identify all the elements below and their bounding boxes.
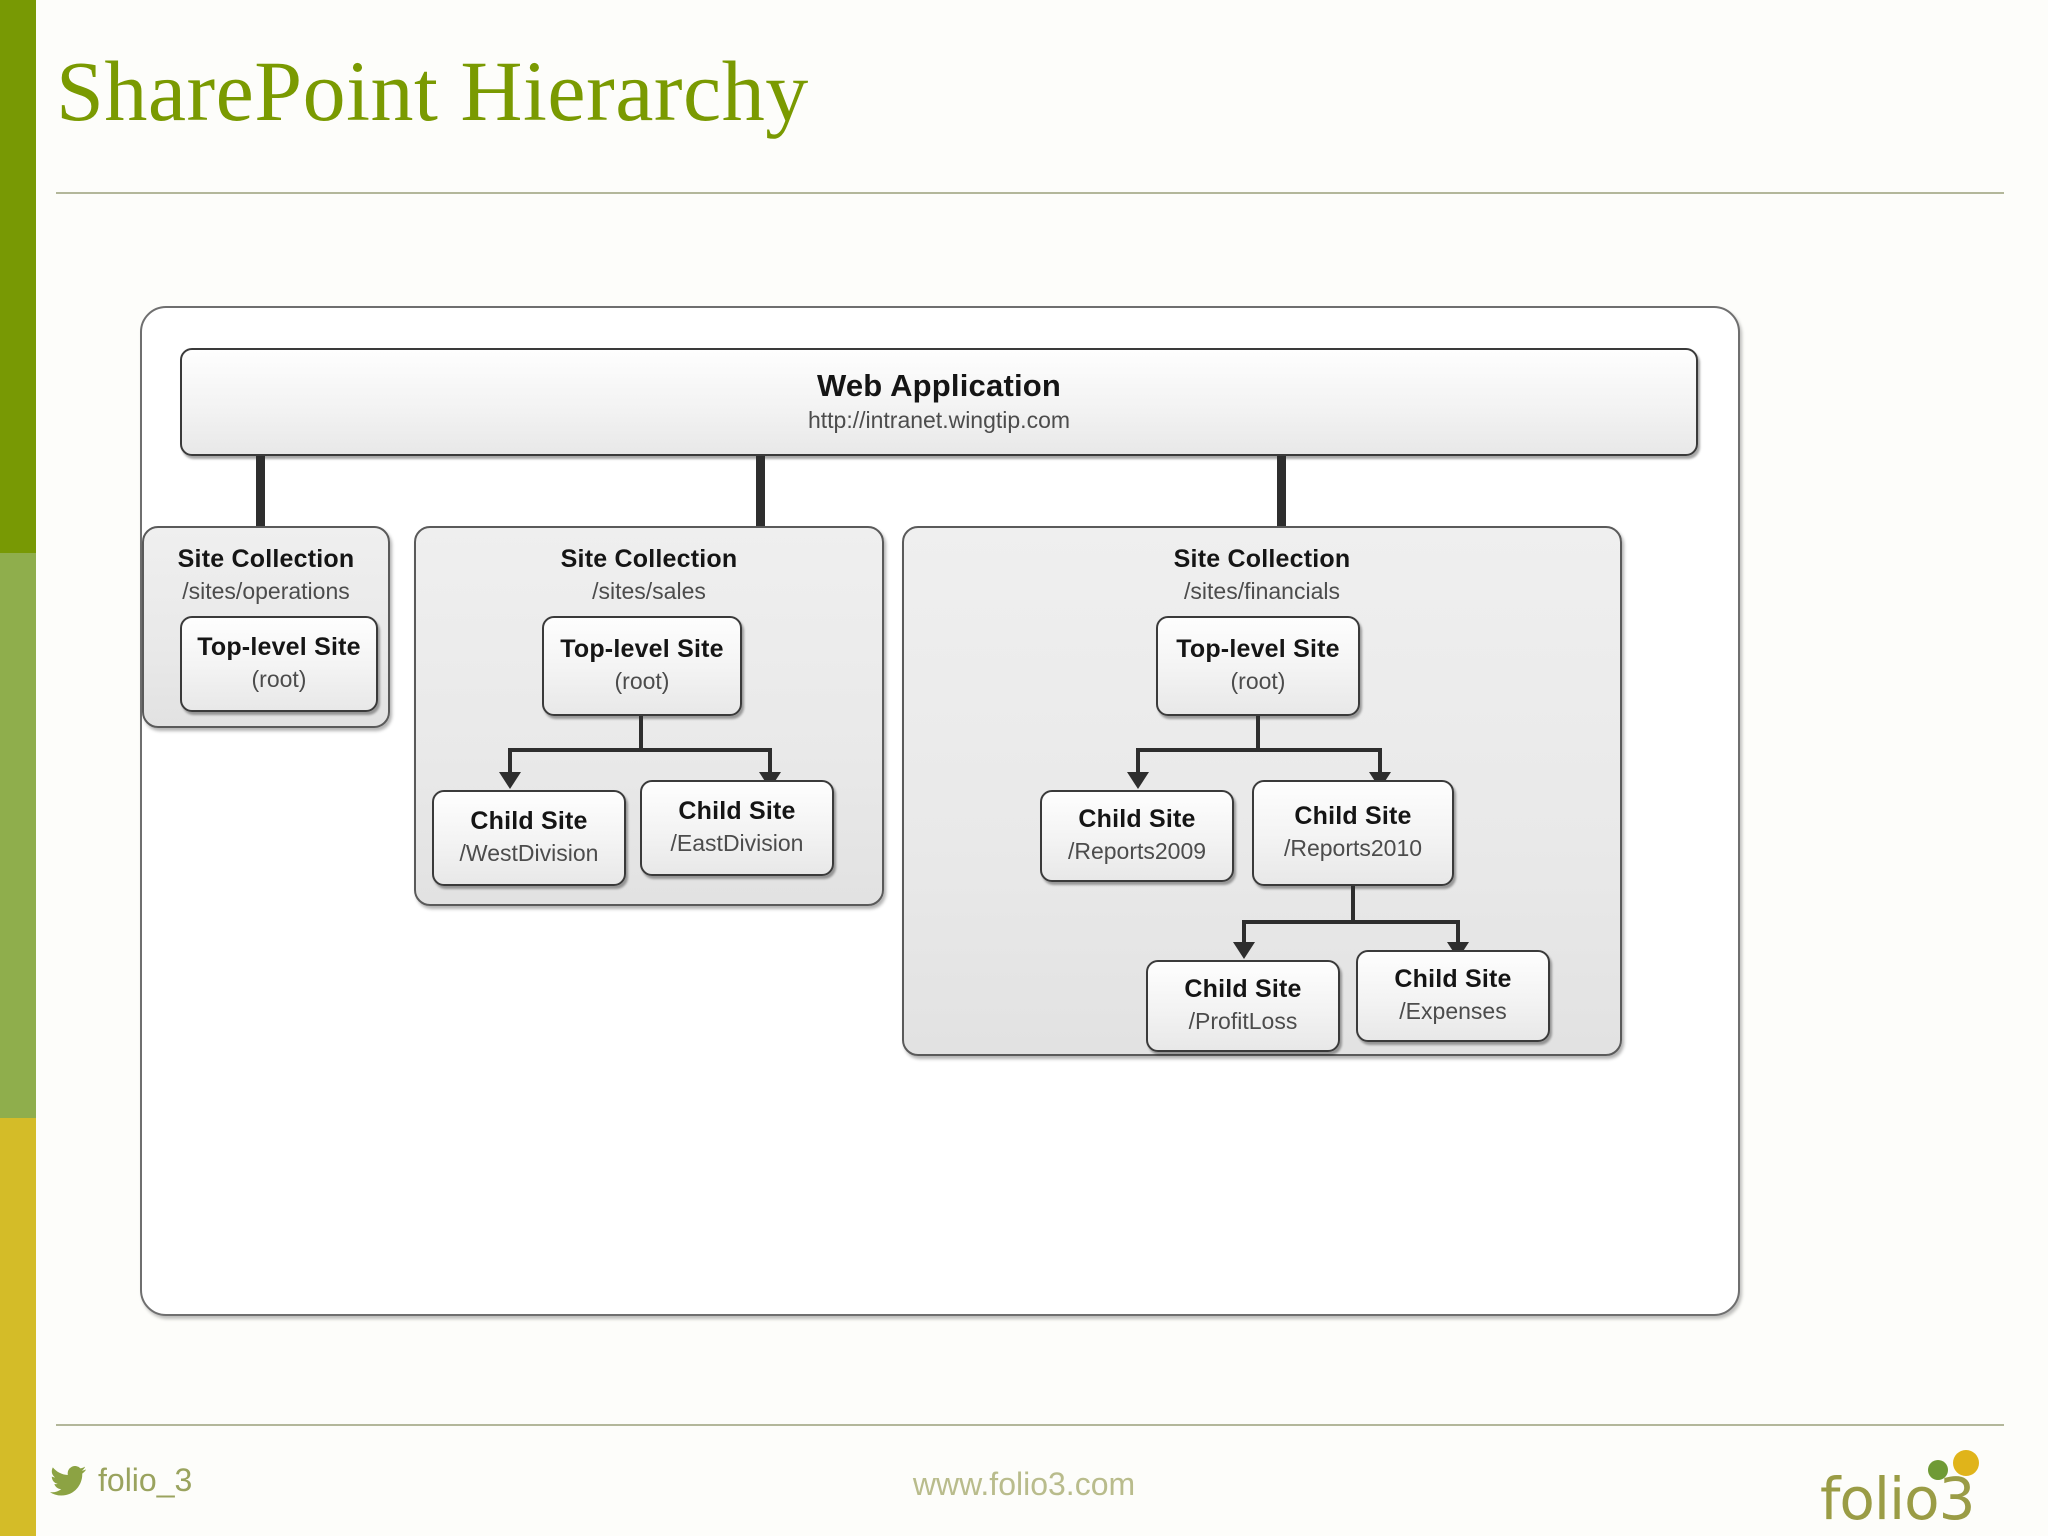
node-subtitle: (root) xyxy=(614,667,670,694)
connector-financials-stem xyxy=(1256,716,1260,750)
node-top-level-site-operations[interactable]: Top-level Site (root) xyxy=(180,616,378,712)
node-title: Child Site xyxy=(1394,965,1512,994)
group-path: /sites/sales xyxy=(592,577,706,604)
connector-reports2010-bus xyxy=(1242,920,1460,924)
group-title: Site Collection xyxy=(177,545,355,573)
accent-bar-gold xyxy=(0,1118,36,1536)
node-subtitle: /WestDivision xyxy=(459,839,599,866)
group-title: Site Collection xyxy=(560,545,738,573)
node-web-application[interactable]: Web Application http://intranet.wingtip.… xyxy=(180,348,1698,456)
connector-webapp-to-operations xyxy=(256,456,265,528)
connector-webapp-to-financials xyxy=(1277,456,1286,528)
group-site-collection-sales: Site Collection /sites/sales Top-level S… xyxy=(414,526,884,906)
connector-financials-r2010-drop xyxy=(1378,748,1382,774)
group-title: Site Collection xyxy=(1173,545,1351,573)
node-subtitle: /Reports2009 xyxy=(1067,837,1207,864)
left-accent-bars xyxy=(0,0,36,1536)
group-header: Site Collection /sites/financials xyxy=(904,545,1620,605)
logo-dot-gold xyxy=(1953,1450,1979,1476)
node-title: Top-level Site xyxy=(1176,635,1340,664)
node-title: Child Site xyxy=(470,807,588,836)
accent-bar-green xyxy=(0,553,36,1118)
connector-financials-r2009-drop xyxy=(1136,748,1140,774)
node-title: Child Site xyxy=(678,797,796,826)
node-top-level-site-financials[interactable]: Top-level Site (root) xyxy=(1156,616,1360,716)
node-subtitle: (root) xyxy=(1230,667,1286,694)
folio3-logo-text: folio3 xyxy=(1820,1465,1976,1533)
node-child-site-expenses[interactable]: Child Site /Expenses xyxy=(1356,950,1550,1042)
twitter-icon xyxy=(50,1465,86,1496)
connector-sales-bus xyxy=(508,748,772,752)
node-subtitle: /ProfitLoss xyxy=(1188,1007,1298,1034)
group-header: Site Collection /sites/operations xyxy=(144,545,388,605)
connector-sales-west-drop xyxy=(508,748,512,774)
group-site-collection-financials: Site Collection /sites/financials Top-le… xyxy=(902,526,1622,1056)
twitter-handle[interactable]: folio_3 xyxy=(50,1462,192,1499)
footer: folio_3 www.folio3.com folio3 xyxy=(0,1440,2048,1536)
group-site-collection-operations: Site Collection /sites/operations Top-le… xyxy=(142,526,390,728)
connector-financials-bus xyxy=(1136,748,1382,752)
node-child-site-reports2010[interactable]: Child Site /Reports2010 xyxy=(1252,780,1454,886)
footer-url[interactable]: www.folio3.com xyxy=(912,1466,1136,1502)
node-top-level-site-sales[interactable]: Top-level Site (root) xyxy=(542,616,742,716)
node-subtitle: /Reports2010 xyxy=(1283,834,1423,861)
group-path: /sites/financials xyxy=(1184,577,1340,604)
node-title: Child Site xyxy=(1078,805,1196,834)
folio3-logo: folio3 xyxy=(1820,1448,2010,1530)
node-title: Top-level Site xyxy=(197,633,361,662)
title-divider xyxy=(56,192,2004,194)
connector-reports2010-stem xyxy=(1351,886,1355,922)
node-child-site-profitloss[interactable]: Child Site /ProfitLoss xyxy=(1146,960,1340,1052)
node-title: Web Application xyxy=(816,368,1062,404)
node-subtitle: (root) xyxy=(251,665,307,692)
node-child-site-eastdivision[interactable]: Child Site /EastDivision xyxy=(640,780,834,876)
connector-sales-east-drop xyxy=(768,748,772,774)
node-child-site-westdivision[interactable]: Child Site /WestDivision xyxy=(432,790,626,886)
node-title: Top-level Site xyxy=(560,635,724,664)
accent-bar-olive xyxy=(0,0,36,553)
node-child-site-reports2009[interactable]: Child Site /Reports2009 xyxy=(1040,790,1234,882)
connector-profitloss-drop xyxy=(1242,920,1246,944)
page-title: SharePoint Hierarchy xyxy=(56,43,809,139)
footer-divider xyxy=(56,1424,2004,1426)
node-subtitle: /EastDivision xyxy=(670,829,804,856)
group-path: /sites/operations xyxy=(182,577,350,604)
connector-webapp-to-sales xyxy=(756,456,765,528)
node-subtitle: http://intranet.wingtip.com xyxy=(807,407,1071,434)
node-title: Child Site xyxy=(1294,802,1412,831)
twitter-handle-label: folio_3 xyxy=(98,1462,193,1498)
node-subtitle: /Expenses xyxy=(1399,997,1507,1024)
group-header: Site Collection /sites/sales xyxy=(416,545,882,605)
arrowhead-profitloss xyxy=(1233,942,1255,959)
arrowhead-financials-r2009 xyxy=(1127,772,1149,789)
title-block: SharePoint Hierarchy xyxy=(56,43,2016,139)
connector-expenses-drop xyxy=(1456,920,1460,944)
sharepoint-hierarchy-diagram: Web Application http://intranet.wingtip.… xyxy=(140,306,1740,1316)
node-title: Child Site xyxy=(1184,975,1302,1004)
arrowhead-sales-west xyxy=(499,772,521,789)
connector-sales-stem xyxy=(639,716,643,750)
logo-dot-green xyxy=(1928,1460,1948,1480)
